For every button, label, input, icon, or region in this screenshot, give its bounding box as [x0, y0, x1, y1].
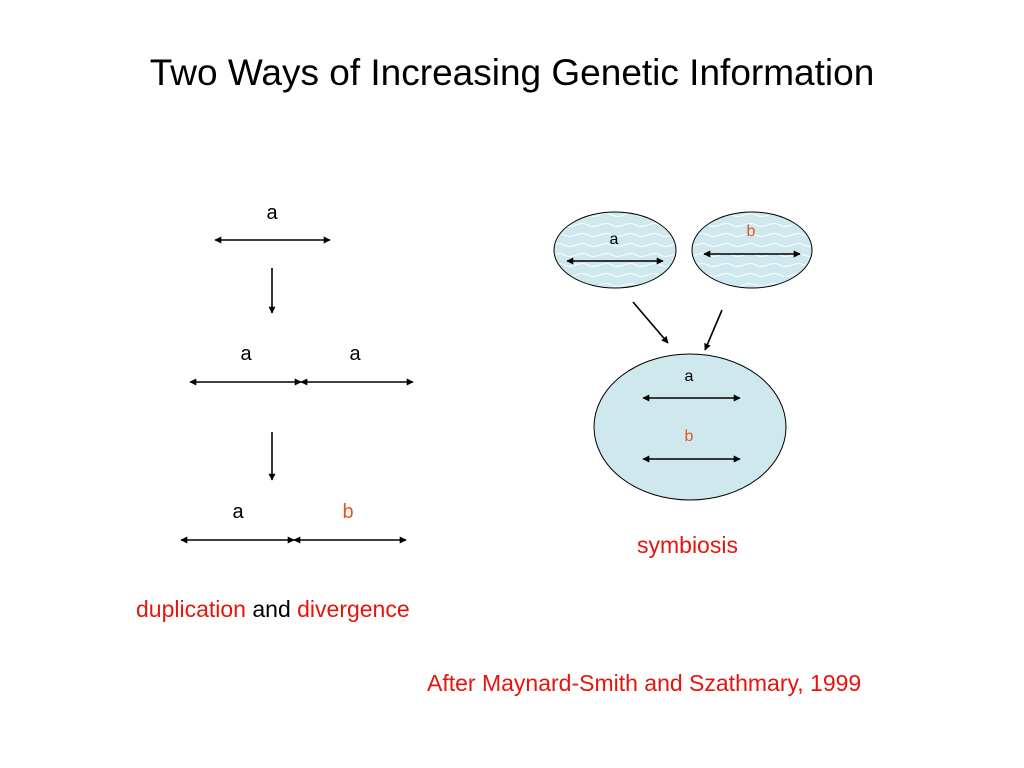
gene-label-a-row3-left: a — [232, 501, 244, 523]
gene-label-a-row2-left: a — [240, 343, 252, 365]
citation: After Maynard-Smith and Szathmary, 1999 — [427, 670, 862, 696]
symbiosis-caption: symbiosis — [637, 532, 738, 558]
caption-duplication: duplication — [136, 596, 246, 622]
cell-a-label: a — [610, 231, 619, 248]
duplication-diagram: a a a a b — [180, 202, 414, 544]
merge-arrow-right — [704, 309, 723, 351]
symbiosis-diagram: a b a b — [553, 211, 813, 501]
merged-cell-label-a: a — [685, 368, 694, 385]
duplication-caption: duplication and divergence — [136, 596, 410, 623]
gene-label-a-row2-right: a — [349, 343, 361, 365]
caption-divergence: divergence — [297, 596, 410, 622]
slide-title: Two Ways of Increasing Genetic Informati… — [149, 52, 875, 93]
cell-b: b — [691, 211, 813, 289]
gene-label-b-row3-right: b — [342, 501, 353, 523]
merge-arrow-left — [632, 301, 669, 344]
gene-label-a-row1: a — [266, 202, 278, 224]
merged-cell-label-b: b — [685, 428, 694, 445]
cell-a: a — [553, 211, 677, 289]
caption-and: and — [252, 596, 291, 622]
merged-cell: a b — [593, 353, 787, 501]
cell-b-label: b — [747, 223, 756, 240]
